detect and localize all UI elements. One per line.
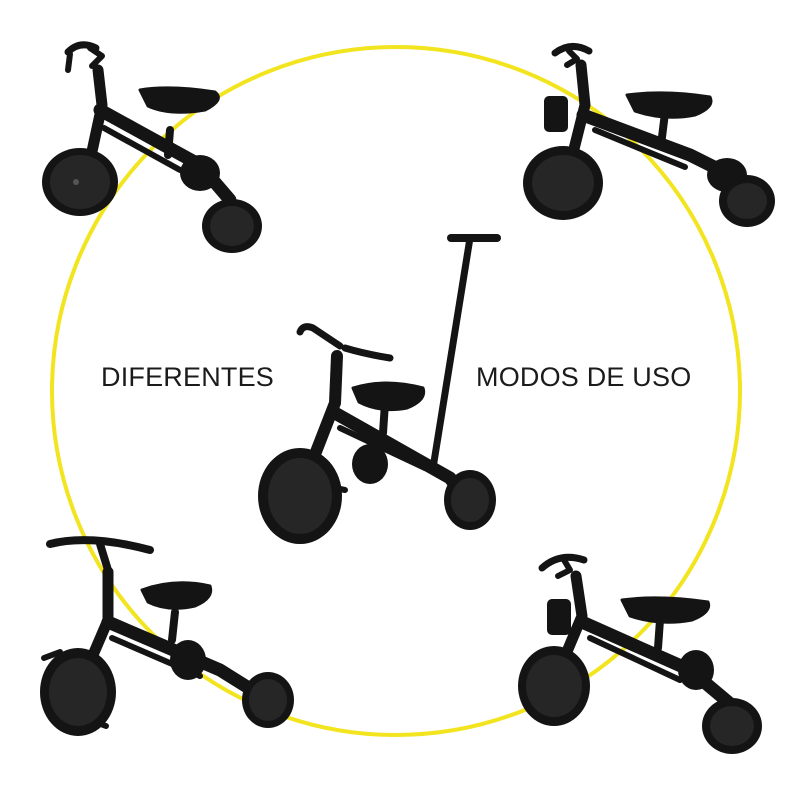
- tricycle-image-top-right: [523, 43, 775, 227]
- headline-left-text: DIFERENTES: [101, 362, 275, 392]
- tricycle-image-bottom-right: [518, 553, 762, 754]
- tricycle-image-top-left: [42, 41, 262, 253]
- push-tricycle-image-center: [258, 234, 501, 544]
- tricycle-image-bottom-left: [40, 536, 294, 736]
- headline-right-text: MODOS DE USO: [476, 362, 692, 392]
- yellow-circle-frame: [50, 45, 742, 737]
